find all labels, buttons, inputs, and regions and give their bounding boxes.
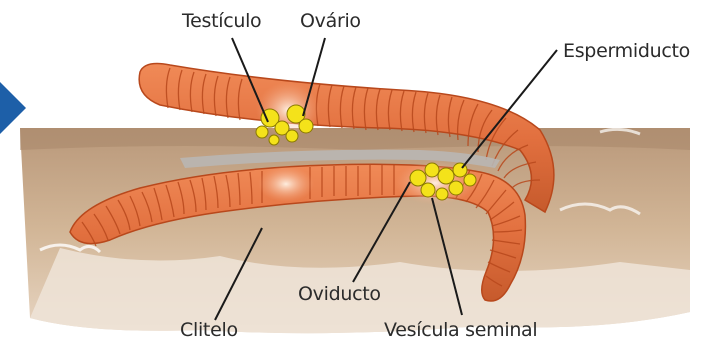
label-ovario: Ovário — [300, 10, 361, 32]
label-clitelo: Clitelo — [180, 319, 238, 341]
label-vesicula-seminal: Vesícula seminal — [384, 319, 537, 341]
label-espermiducto: Espermiducto — [563, 40, 690, 62]
label-testiculo: Testículo — [182, 10, 261, 32]
label-oviducto: Oviducto — [298, 283, 381, 305]
blue-arrow-shape — [0, 82, 26, 134]
